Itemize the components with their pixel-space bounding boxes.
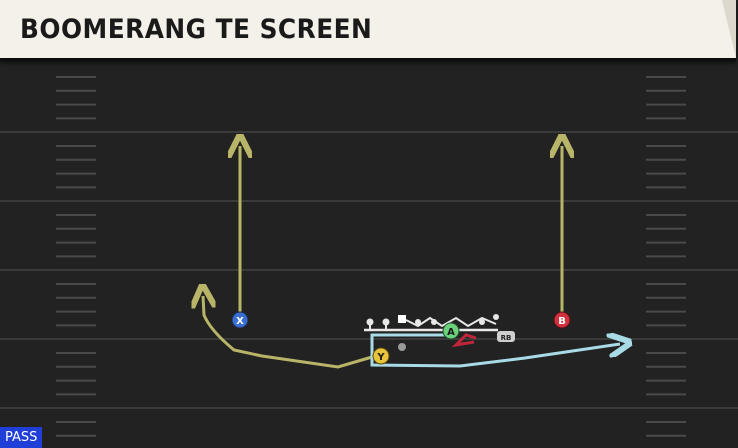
player-a: A bbox=[442, 322, 460, 340]
quarterback bbox=[398, 343, 406, 351]
player-x-label: X bbox=[236, 316, 244, 327]
player-a-circle bbox=[442, 322, 460, 340]
lineman bbox=[431, 319, 437, 325]
hash-marks-left bbox=[56, 76, 96, 437]
offensive-line bbox=[364, 314, 499, 351]
title-bar: BOOMERANG TE SCREEN bbox=[0, 0, 736, 61]
block-zigzag bbox=[405, 316, 497, 328]
player-rb-tag bbox=[497, 331, 515, 342]
player-y: Y bbox=[372, 347, 390, 365]
routes bbox=[203, 146, 620, 369]
player-y-label: Y bbox=[376, 352, 385, 363]
center bbox=[398, 315, 406, 323]
play-title: BOOMERANG TE SCREEN bbox=[20, 14, 373, 45]
player-b-label: B bbox=[558, 316, 566, 327]
rb-red-route bbox=[451, 333, 477, 348]
player-a-label: A bbox=[447, 327, 455, 338]
lineman bbox=[415, 319, 421, 325]
player-b: B bbox=[553, 311, 571, 329]
player-rb: RB bbox=[497, 331, 515, 342]
y-screen-route bbox=[203, 296, 373, 369]
lineman bbox=[479, 319, 485, 325]
player-y-circle bbox=[372, 347, 390, 365]
player-x-circle bbox=[231, 311, 249, 329]
hash-marks-right bbox=[646, 76, 686, 437]
player-b-circle bbox=[553, 311, 571, 329]
play-type-badge: PASS bbox=[0, 427, 43, 448]
a-blue-route bbox=[370, 335, 620, 368]
title-bar-corner bbox=[722, 0, 736, 58]
lineman bbox=[493, 314, 499, 320]
player-rb-label: RB bbox=[501, 334, 512, 342]
yard-lines bbox=[0, 131, 738, 409]
player-x: X bbox=[231, 311, 249, 329]
